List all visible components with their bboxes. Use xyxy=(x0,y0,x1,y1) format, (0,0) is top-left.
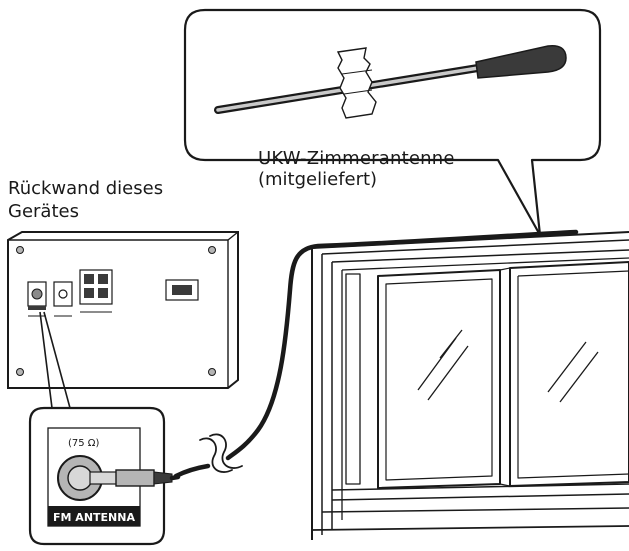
tape-icon xyxy=(336,47,377,119)
screw-icon xyxy=(16,368,24,376)
antenna-subtitle: (mitgeliefert) xyxy=(258,169,378,190)
antenna-plug-icon xyxy=(115,469,155,487)
antenna-callout xyxy=(183,8,602,237)
screw-icon xyxy=(208,368,216,376)
screw-icon xyxy=(16,246,24,254)
antenna-title: UKW-Zimmerantenne xyxy=(258,148,455,169)
antenna-tip-icon xyxy=(475,45,567,79)
terminal-label: FM ANTENNA xyxy=(53,511,135,524)
impedance-label: (75 Ω) xyxy=(68,438,99,449)
screw-icon xyxy=(208,246,216,254)
terminal-callout: (75 Ω) FM ANTENNA xyxy=(28,311,181,546)
rear-panel-subtitle: Gerätes xyxy=(8,201,79,222)
rear-panel-title: Rückwand dieses xyxy=(8,178,164,199)
rear-panel xyxy=(7,231,239,389)
window-illustration xyxy=(311,231,629,540)
